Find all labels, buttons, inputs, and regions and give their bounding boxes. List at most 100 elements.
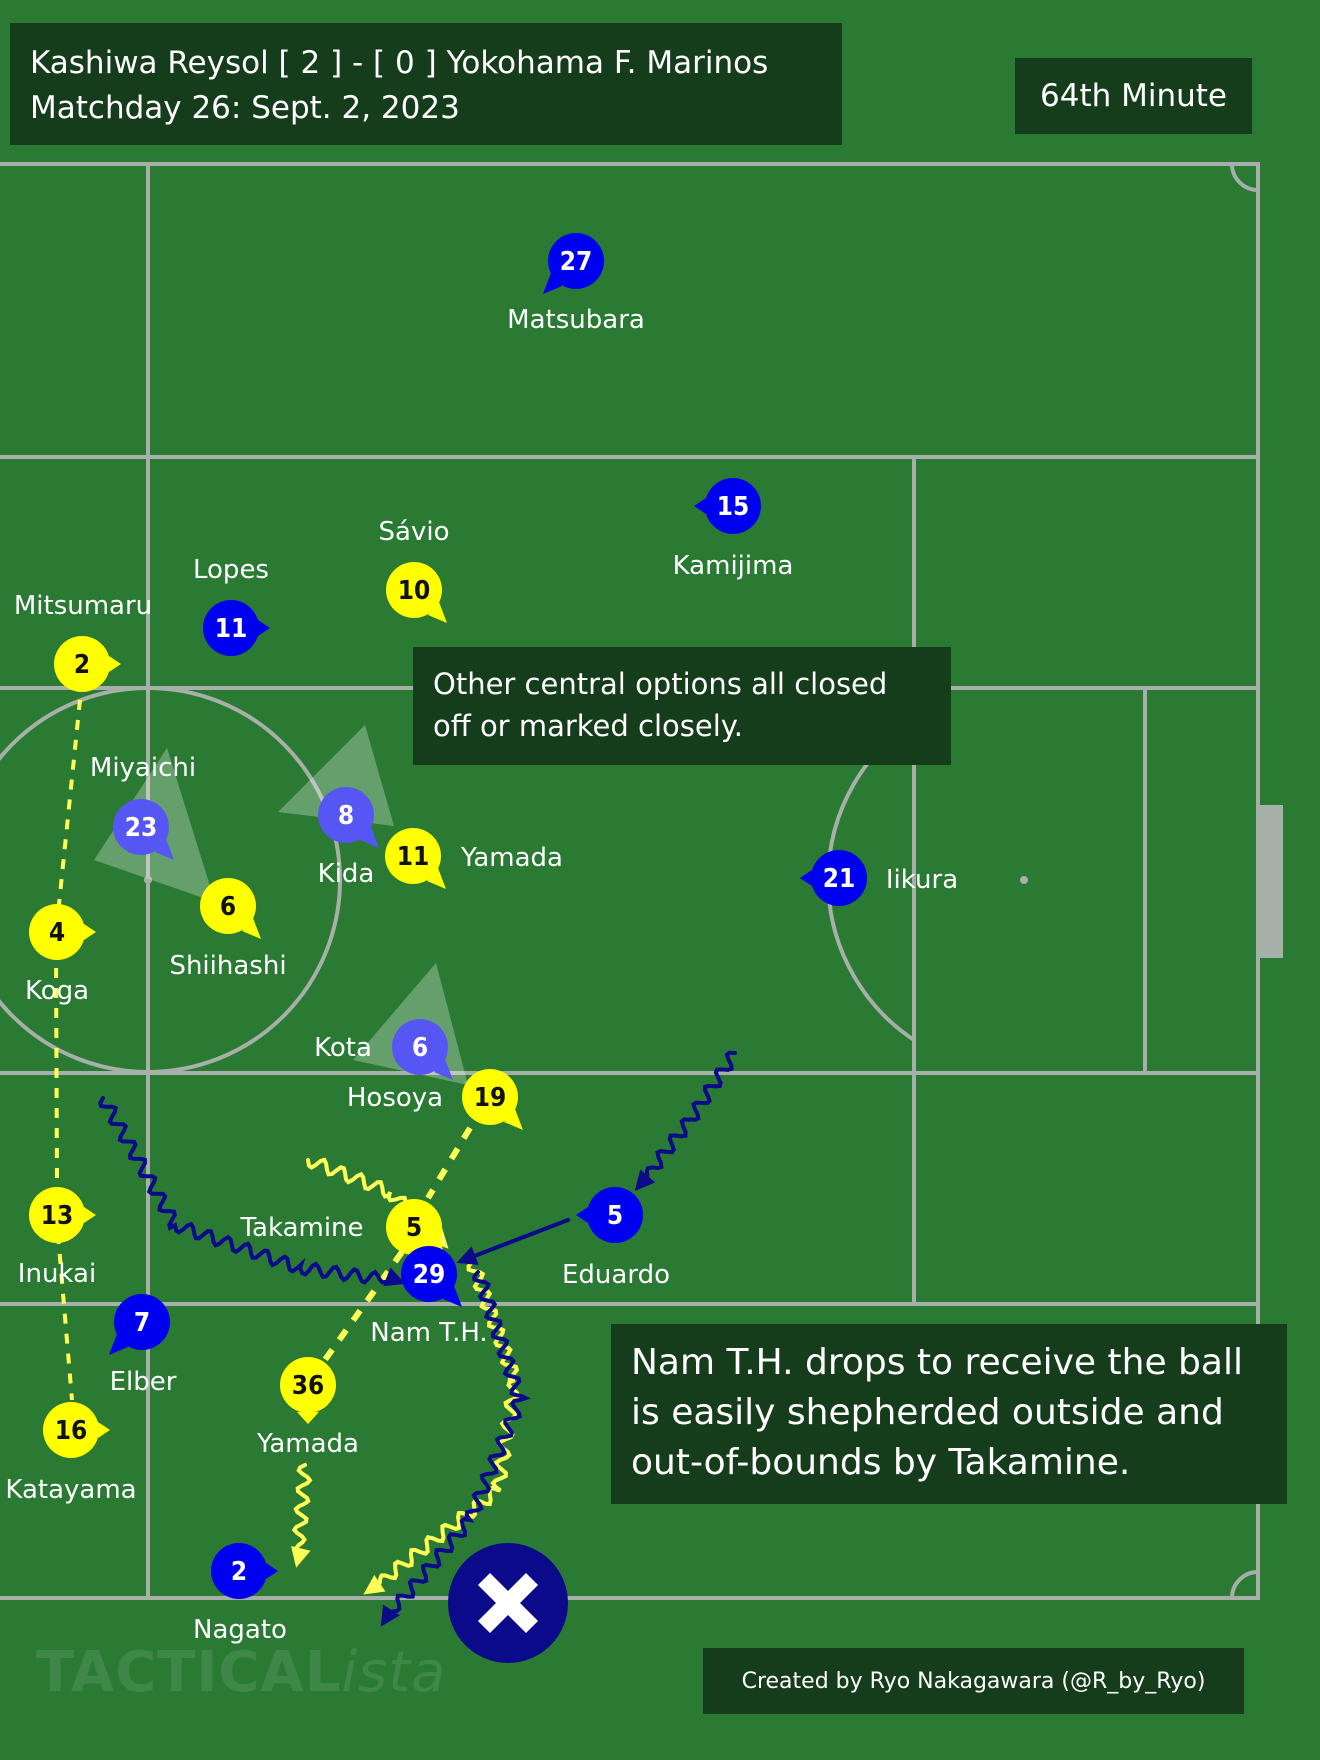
direction-marker	[543, 273, 562, 294]
pass-line-inukai-katayama	[56, 1233, 74, 1401]
direction-marker	[109, 1334, 128, 1355]
close-x-icon	[477, 1572, 539, 1634]
player-number: 5	[607, 1201, 623, 1231]
reysol-player-11: 11 Yamada	[385, 828, 563, 889]
center-spot	[144, 876, 152, 884]
direction-marker	[504, 1109, 523, 1130]
watermark-logo: TACTICALista	[36, 1640, 446, 1705]
player-number: 2	[231, 1557, 247, 1587]
player-marker	[705, 478, 761, 534]
player-marker	[29, 1187, 85, 1243]
player-name: Iikura	[886, 865, 958, 895]
direction-marker	[242, 918, 261, 939]
player-number: 7	[134, 1308, 150, 1338]
minute-label: 64th Minute	[1040, 78, 1227, 114]
player-name: Nagato	[193, 1615, 287, 1645]
player-marker	[43, 1402, 99, 1458]
player-number: 15	[717, 492, 750, 522]
player-name: Kota	[314, 1033, 372, 1063]
player-marker	[392, 1019, 448, 1075]
player-number: 16	[55, 1416, 88, 1446]
note-line: is easily shepherded outside and	[631, 1392, 1224, 1433]
player-marker	[386, 562, 442, 618]
player-marker	[200, 878, 256, 934]
ball-path-yellow	[363, 1260, 522, 1595]
player-number: 11	[397, 842, 430, 872]
run-arrow-kamijima	[634, 1050, 737, 1192]
note-line: out-of-bounds by Takamine.	[631, 1442, 1131, 1483]
player-marker	[280, 1357, 336, 1413]
player-number: 36	[292, 1371, 325, 1401]
player-name: Yamada	[460, 843, 563, 873]
penalty-spot	[1020, 876, 1028, 884]
player-name: Koga	[25, 976, 89, 1006]
corner-arc-top	[1230, 163, 1259, 192]
player-number: 5	[406, 1213, 422, 1243]
direction-marker	[109, 656, 121, 672]
reysol-player-19: 19 Hosoya	[347, 1069, 523, 1130]
player-marker	[386, 1199, 442, 1255]
player-marker	[318, 787, 374, 843]
player-name: Takamine	[239, 1213, 363, 1243]
player-name: Hosoya	[347, 1083, 443, 1113]
player-number: 23	[125, 813, 158, 843]
player-marker	[29, 904, 85, 960]
score-line: Kashiwa Reysol [ 2 ] - [ 0 ] Yokohama F.…	[30, 45, 769, 81]
player-name: Elber	[110, 1367, 177, 1397]
player-number: 6	[412, 1033, 428, 1063]
player-marker	[548, 233, 604, 289]
player-number: 10	[398, 576, 431, 606]
player-marker	[54, 636, 110, 692]
note-line: off or marked closely.	[433, 709, 743, 743]
direction-marker	[360, 827, 379, 848]
player-number: 19	[474, 1083, 507, 1113]
goal	[1256, 805, 1283, 958]
player-marker	[203, 600, 259, 656]
run-arrow-lopes	[98, 1096, 406, 1287]
direction-marker	[297, 1412, 319, 1424]
direction-marker	[98, 1422, 110, 1438]
player-name: Eduardo	[562, 1260, 670, 1290]
direction-marker	[800, 870, 812, 886]
player-marker	[587, 1187, 643, 1243]
pass-arrow-eduardo-nam	[456, 1218, 570, 1266]
player-name: Miyaichi	[90, 753, 196, 783]
player-name: Kida	[318, 859, 375, 889]
player-number: 4	[49, 918, 65, 948]
player-name: Nam T.H.	[370, 1318, 487, 1348]
credit-box: Created by Ryo Nakagawara (@R_by_Ryo)	[703, 1648, 1244, 1714]
watermark-main: TACTICAL	[36, 1640, 342, 1705]
direction-marker	[434, 1059, 453, 1080]
direction-marker	[694, 498, 706, 514]
note-line: Other central options all closed	[433, 667, 888, 701]
note-central-options: Other central options all closed off or …	[413, 647, 951, 765]
player-number: 21	[823, 864, 856, 894]
direction-marker	[443, 1286, 462, 1307]
player-marker	[462, 1069, 518, 1125]
player-number: 13	[41, 1201, 74, 1231]
pass-line-mitsumaru-koga	[56, 699, 82, 915]
match-header: Kashiwa Reysol [ 2 ] - [ 0 ] Yokohama F.…	[10, 23, 842, 145]
note-nam-drop: Nam T.H. drops to receive the ball is ea…	[611, 1324, 1287, 1504]
run-arrow-yamada36	[291, 1463, 313, 1568]
player-number: 27	[560, 247, 593, 277]
credit-text: Created by Ryo Nakagawara (@R_by_Ryo)	[741, 1668, 1206, 1694]
direction-marker	[576, 1207, 588, 1223]
player-name: Kamijima	[673, 551, 794, 581]
match-date: Matchday 26: Sept. 2, 2023	[30, 90, 460, 126]
player-name: Lopes	[193, 555, 269, 585]
direction-marker	[84, 924, 96, 940]
direction-marker	[427, 868, 446, 889]
